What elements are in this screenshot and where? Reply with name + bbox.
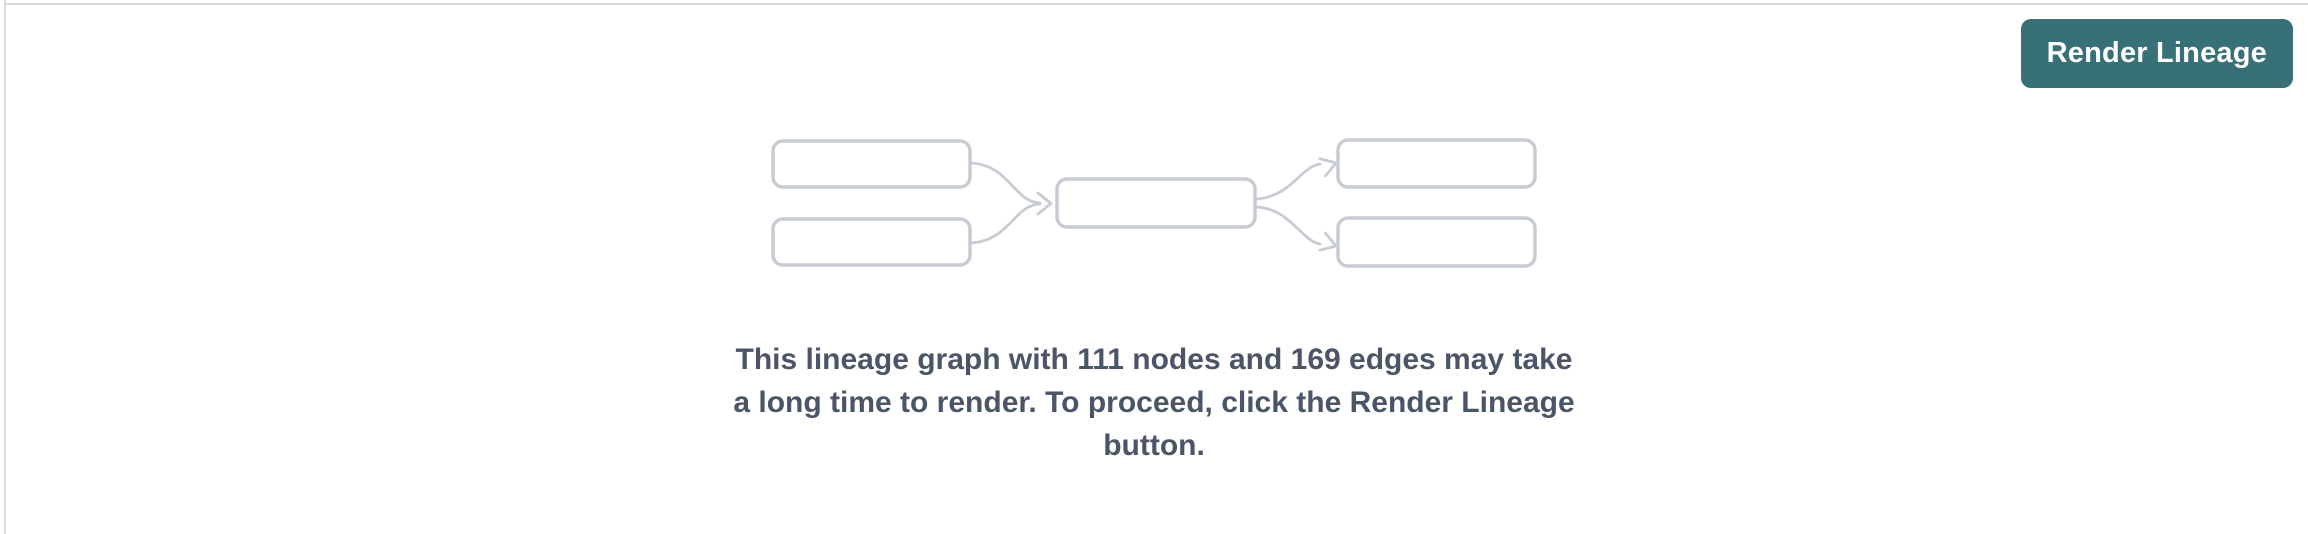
render-warning-line-3: button. bbox=[1103, 429, 1205, 462]
render-warning-line-1: This lineage graph with 111 nodes and 16… bbox=[735, 343, 1573, 376]
render-lineage-button[interactable]: Render Lineage bbox=[2020, 19, 2293, 88]
graph-node bbox=[1055, 177, 1257, 229]
graph-node bbox=[771, 217, 972, 267]
graph-edge-arrowhead bbox=[1318, 157, 1338, 178]
graph-edge bbox=[1255, 162, 1322, 201]
graph-node bbox=[1336, 138, 1537, 189]
graph-edge bbox=[970, 202, 1042, 245]
graph-node bbox=[1336, 216, 1537, 268]
graph-edge-arrowhead bbox=[1318, 231, 1338, 252]
render-warning-text: This lineage graph with 111 nodes and 16… bbox=[0, 338, 2308, 467]
graph-node bbox=[771, 139, 972, 189]
graph-edge-arrowhead bbox=[1036, 191, 1053, 216]
panel-left-divider bbox=[4, 0, 6, 534]
render-warning-line-2: a long time to render. To proceed, click… bbox=[733, 386, 1575, 419]
graph-edge bbox=[1255, 205, 1322, 246]
panel-top-divider bbox=[5, 3, 2308, 5]
graph-edge bbox=[970, 161, 1042, 205]
lineage-placeholder-graphic bbox=[771, 138, 1537, 268]
